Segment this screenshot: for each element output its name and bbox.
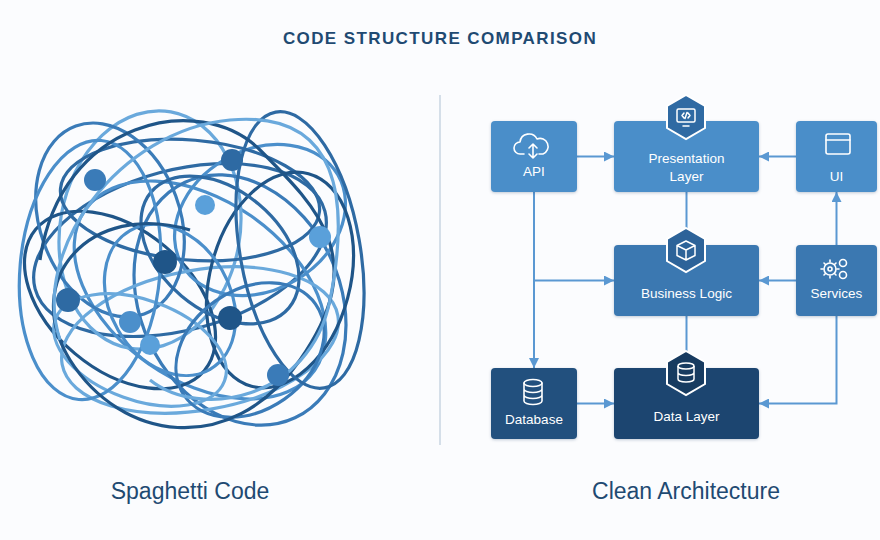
tangle-loop	[217, 102, 384, 399]
tangle-knots	[56, 149, 331, 386]
diagram-title: CODE STRUCTURE COMPARISON	[0, 29, 880, 49]
layer-box: Data Layer	[614, 368, 759, 439]
tangle-knot	[309, 226, 331, 248]
box-label: Data Layer	[653, 408, 719, 426]
box-label: API	[523, 163, 545, 181]
flow-arrow	[577, 156, 614, 158]
tangle-knot	[56, 288, 80, 312]
flow-arrow	[686, 316, 688, 368]
flow-arrow	[686, 192, 688, 245]
tangle-knot	[153, 250, 177, 274]
layer-box: Presentation Layer	[614, 121, 759, 192]
flow-arrow	[759, 156, 796, 158]
flow-arrow	[759, 316, 837, 404]
layer-box: API	[491, 121, 577, 192]
tangle-loop	[55, 129, 324, 271]
divider-line	[439, 95, 441, 445]
caption-label: Spaghetti Code	[40, 478, 340, 505]
tangle-loop	[150, 255, 350, 445]
flow-arrow	[759, 280, 796, 282]
tangle-loop	[50, 247, 350, 433]
box-label: UI	[830, 168, 844, 186]
tangle-loop	[54, 119, 338, 399]
tangle-loops	[0, 96, 386, 460]
tangle-knot	[84, 169, 106, 191]
tangle-knot	[221, 149, 243, 171]
layer-box: Business Logic	[614, 245, 759, 316]
caption-label: Clean Architecture	[536, 478, 836, 505]
flow-arrow	[534, 192, 614, 281]
tangle-knot	[267, 364, 289, 386]
tangle-knot	[195, 195, 215, 215]
tangle-loop	[40, 121, 334, 428]
box-label: Services	[811, 285, 863, 303]
layer-box: UI	[796, 121, 877, 192]
box-label: Presentation Layer	[637, 150, 737, 186]
layer-box: Database	[491, 368, 577, 439]
tangle-loop	[9, 134, 171, 405]
tangle-knot	[140, 335, 160, 355]
flow-arrow	[577, 403, 614, 405]
layer-box: Services	[796, 245, 877, 316]
box-label: Database	[505, 411, 563, 429]
tangle-knot	[218, 306, 242, 330]
flow-arrow	[836, 192, 838, 245]
box-label: Business Logic	[641, 285, 732, 303]
tangle-loop	[10, 102, 210, 338]
tangle-knot	[119, 311, 141, 333]
